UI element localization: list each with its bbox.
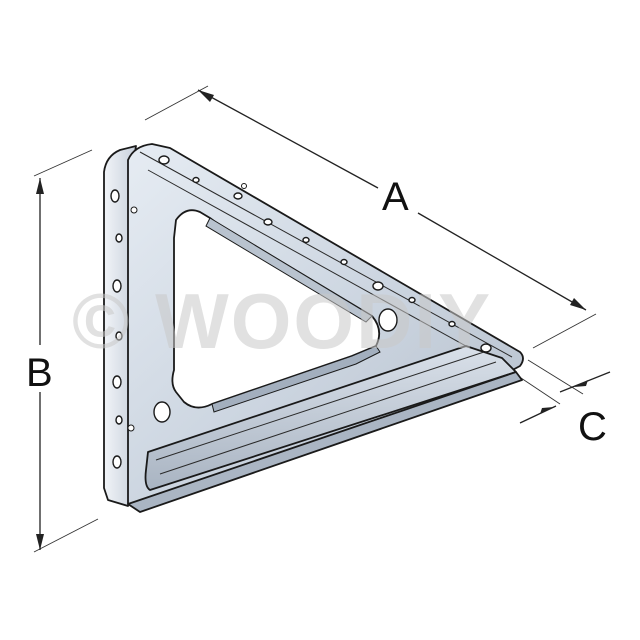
triangle-cutout: [171, 209, 381, 409]
top-hole-7: [372, 281, 384, 291]
dimension-c: C: [517, 359, 611, 449]
flange-hole-3: [112, 279, 122, 293]
dimension-c-extension-2: [517, 375, 561, 405]
triangle-bracket: [103, 143, 524, 513]
top-hole-4: [263, 218, 273, 226]
dimension-c-arrow-2: [540, 407, 554, 414]
dimension-b: B: [26, 149, 99, 553]
top-edge-inner: [147, 169, 503, 367]
top-hole-8: [408, 296, 416, 304]
dimple-3: [241, 183, 247, 189]
dimension-a-line-2: [417, 212, 587, 311]
dimension-a-label: A: [382, 175, 409, 219]
dimension-a-extension-left: [144, 85, 209, 121]
top-hole-5: [302, 236, 310, 244]
dimension-a-line-1: [197, 89, 379, 189]
cutout-bevel: [211, 345, 381, 413]
bottom-channel-lip: [127, 371, 523, 513]
large-hole-top: [378, 308, 398, 332]
top-hole-2: [192, 176, 200, 184]
flange-hole-1: [110, 189, 120, 203]
dimension-c-arrow-1: [574, 380, 588, 387]
large-hole-bottom: [153, 401, 171, 423]
top-hole-3: [233, 192, 243, 200]
dimension-b-label: B: [26, 351, 53, 395]
cutout-top-bevel: [205, 217, 373, 323]
top-hole-1: [158, 155, 170, 165]
dimension-a-arrow-right: [570, 298, 586, 310]
dimple-1: [130, 206, 138, 214]
flange-hole-6: [115, 415, 123, 425]
bottom-channel: [144, 345, 517, 491]
top-hole-9: [448, 320, 456, 328]
flange-hole-5: [112, 375, 122, 389]
dimension-b-extension-top: [33, 149, 93, 177]
dimension-a-arrow-left: [198, 90, 214, 102]
dimension-c-label: C: [578, 405, 607, 449]
dimple-2: [127, 424, 135, 432]
dimension-b-arrow-bottom: [36, 534, 44, 550]
dimension-b-extension-bottom: [33, 518, 99, 553]
dimension-a-extension-right: [532, 313, 597, 349]
dimension-a: A: [144, 85, 597, 349]
bottom-channel-rib: [155, 351, 497, 475]
dimension-c-extension-1: [527, 359, 584, 395]
flange-hole-4: [115, 331, 123, 341]
dimension-b-arrow-top: [36, 178, 44, 194]
top-hole-6: [340, 258, 348, 266]
flange-hole-2: [115, 233, 123, 243]
flange-hole-7: [112, 455, 122, 469]
watermark: © WOODIY: [72, 277, 492, 365]
top-hole-10: [480, 343, 492, 353]
